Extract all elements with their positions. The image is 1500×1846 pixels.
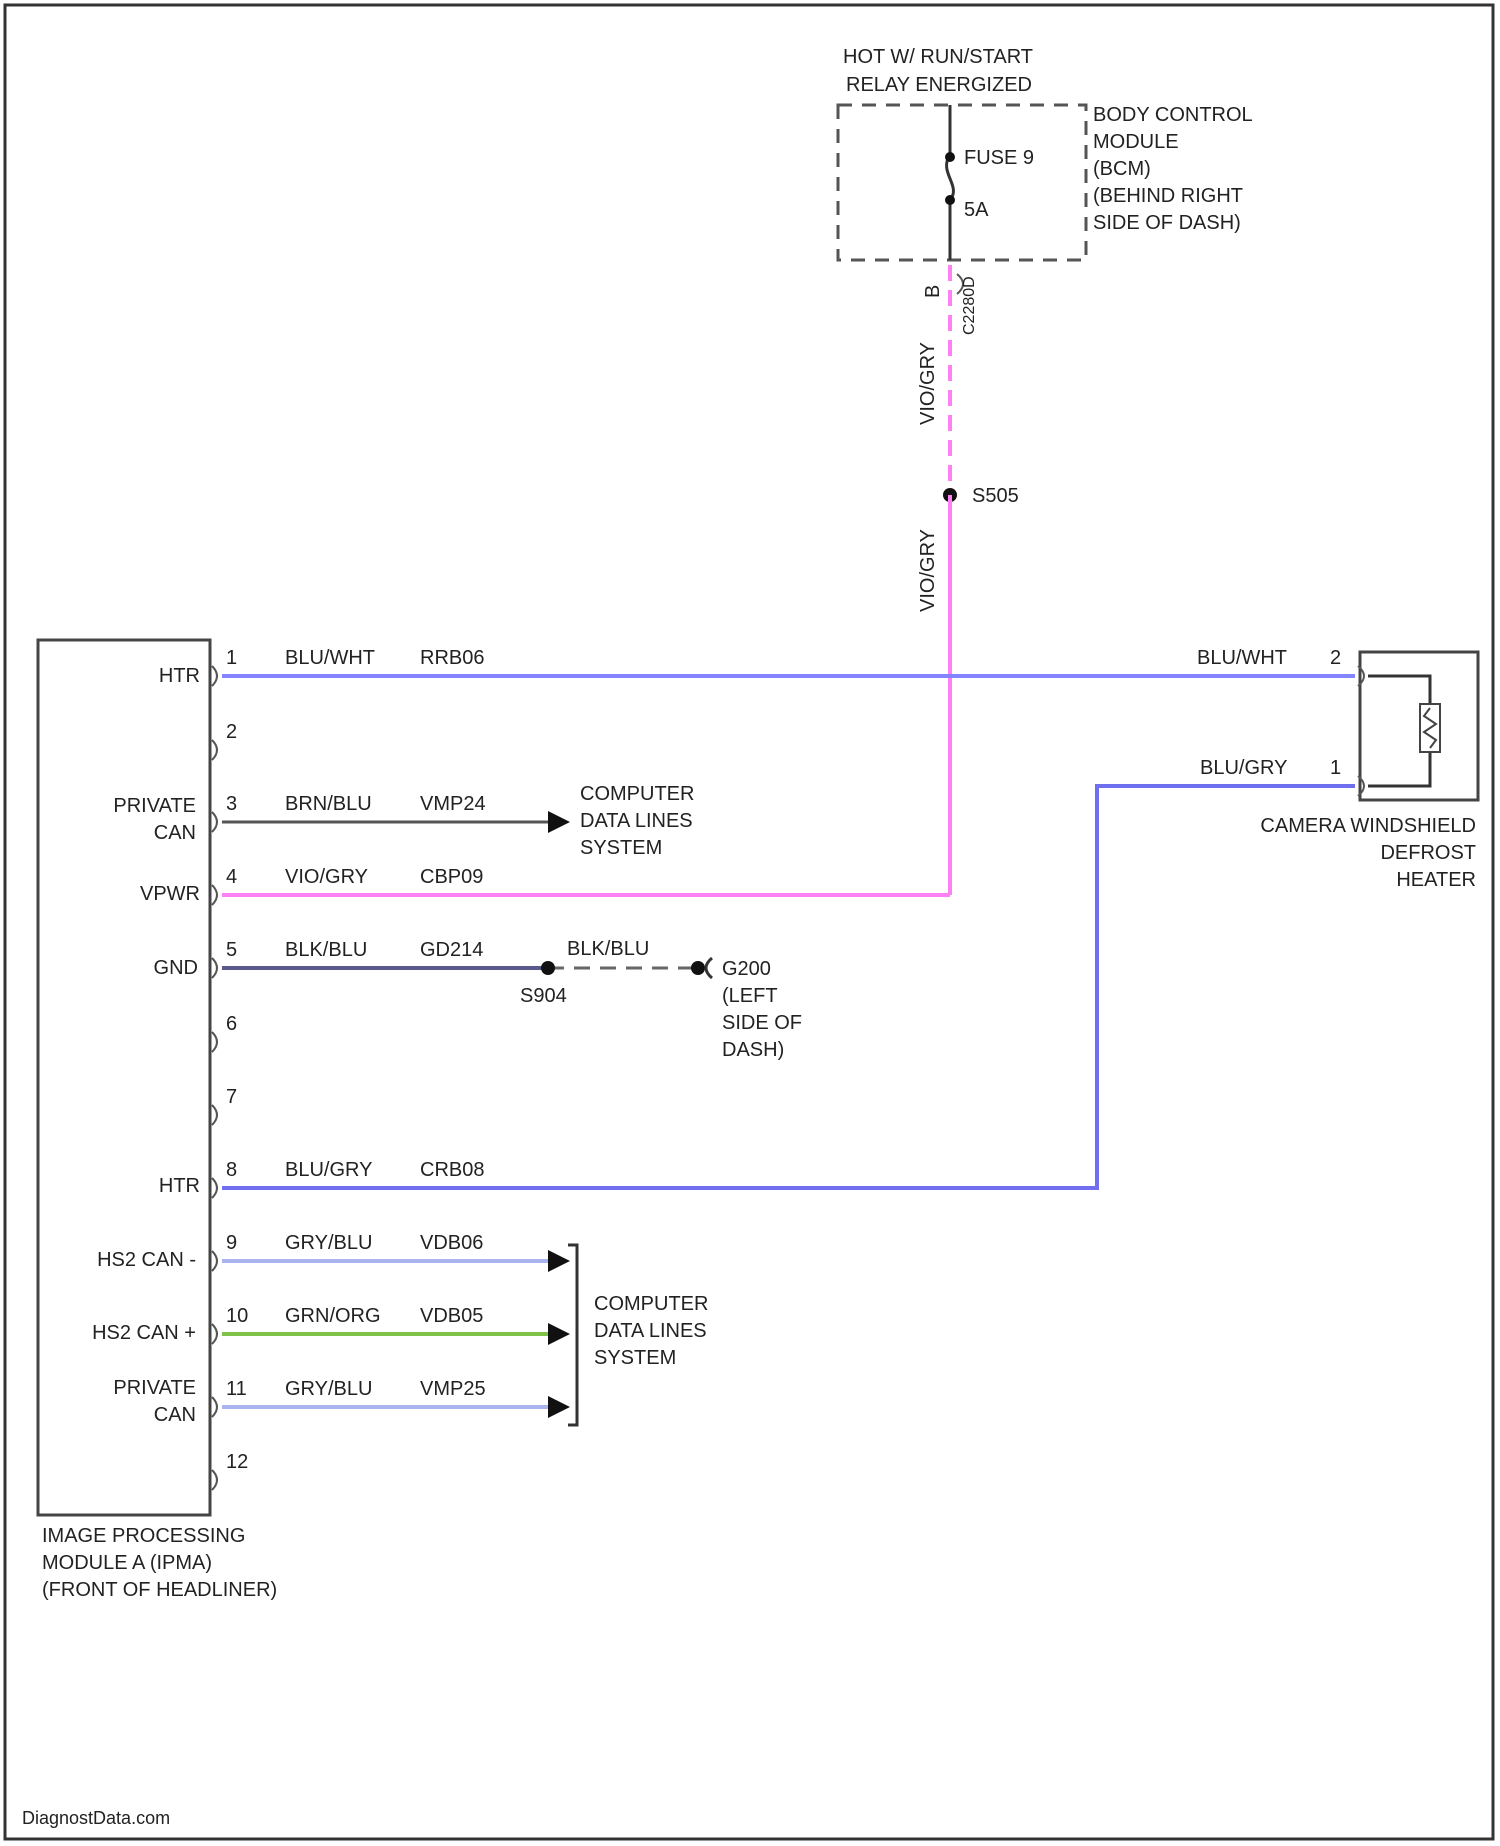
ipma-pin-name-5: GND — [154, 957, 198, 979]
data-lines-2-label-1: DATA LINES — [594, 1320, 707, 1342]
ipma-pin-name-9: HS2 CAN - — [97, 1249, 196, 1271]
ipma-label-2: (FRONT OF HEADLINER) — [42, 1579, 277, 1601]
hot-label-line2: RELAY ENERGIZED — [846, 74, 1032, 96]
bcm-label-0: BODY CONTROL — [1093, 104, 1253, 126]
page-frame — [5, 5, 1493, 1839]
wire-8-color: BLU/GRY — [285, 1159, 372, 1181]
bcm-box — [838, 105, 1086, 260]
arrow-pin9 — [548, 1250, 570, 1272]
ipma-pin-num-12: 12 — [226, 1451, 248, 1473]
wire-9-circuit: VDB06 — [420, 1232, 483, 1254]
data-lines-1-label-0: COMPUTER — [580, 783, 694, 805]
wire-10-circuit: VDB05 — [420, 1305, 483, 1327]
fuse-label: FUSE 9 — [964, 147, 1034, 169]
data-lines-1-label-1: DATA LINES — [580, 810, 693, 832]
hot-label-line1: HOT W/ RUN/START — [843, 46, 1033, 68]
bcm-label-4: SIDE OF DASH) — [1093, 212, 1241, 234]
heater-labels: CAMERA WINDSHIELD DEFROST HEATER — [1260, 815, 1476, 891]
fuse-terminal-top — [945, 152, 955, 162]
wire-1-color: BLU/WHT — [285, 647, 375, 669]
ipma-pin-name-1: HTR — [159, 665, 200, 687]
ipma-pin-name-3a: PRIVATE — [113, 795, 196, 817]
fuse-rating: 5A — [964, 199, 989, 221]
arrow-pin10 — [548, 1323, 570, 1345]
ipma-pin-names: HTR PRIVATE CAN VPWR GND HTR HS2 CAN - H… — [92, 665, 200, 1426]
ground-point-label: G200 — [722, 958, 771, 980]
ipma-pin-num-10: 10 — [226, 1305, 248, 1327]
fuse-terminal-bottom — [945, 195, 955, 205]
ipma-pin-num-1: 1 — [226, 647, 237, 669]
watermark: DiagnostData.com — [22, 1808, 170, 1828]
data-lines-2-label-0: COMPUTER — [594, 1293, 708, 1315]
bcm-connector-label: C2280D — [961, 276, 978, 335]
ipma-pin-stubs — [212, 666, 217, 1490]
ipma-pin-num-5: 5 — [226, 939, 237, 961]
ipma-pin-num-11: 11 — [226, 1378, 247, 1400]
heater-pin1-num: 1 — [1330, 757, 1341, 779]
ground-location-0: (LEFT — [722, 985, 778, 1007]
ipma-pin-name-11b: CAN — [154, 1404, 196, 1426]
ipma-pin-num-7: 7 — [226, 1086, 237, 1108]
ipma-pin-num-6: 6 — [226, 1013, 237, 1035]
ground-g200 — [691, 961, 705, 975]
ground-location-1: SIDE OF — [722, 1012, 802, 1034]
ipma-label-1: MODULE A (IPMA) — [42, 1552, 212, 1574]
heater-pin2-color: BLU/WHT — [1197, 647, 1287, 669]
ipma-pin-num-4: 4 — [226, 866, 237, 888]
data-lines-1-label-2: SYSTEM — [580, 837, 662, 859]
bcm-label-2: (BCM) — [1093, 158, 1151, 180]
vpwr-color-upper: VIO/GRY — [917, 342, 939, 425]
heater-pin1-color: BLU/GRY — [1200, 757, 1287, 779]
wire-11-circuit: VMP25 — [420, 1378, 486, 1400]
ipma-pin-name-10: HS2 CAN + — [92, 1322, 196, 1344]
vpwr-color-lower: VIO/GRY — [917, 529, 939, 612]
splice-s505-label: S505 — [972, 485, 1019, 507]
splice-s904 — [541, 961, 555, 975]
bcm-pin-label: B — [922, 285, 944, 298]
ipma-pin-num-9: 9 — [226, 1232, 237, 1254]
ipma-pin-name-11a: PRIVATE — [113, 1377, 196, 1399]
ipma-pin-name-4: VPWR — [140, 883, 200, 905]
wire-5-circuit: GD214 — [420, 939, 483, 961]
heater-label-0: CAMERA WINDSHIELD — [1260, 815, 1476, 837]
wire-3-circuit: VMP24 — [420, 793, 486, 815]
wire-11-color: GRY/BLU — [285, 1378, 372, 1400]
wire-3-color: BRN/BLU — [285, 793, 372, 815]
wire-pin8-htr — [222, 786, 1355, 1188]
ipma-pin-num-3: 3 — [226, 793, 237, 815]
bcm-label-3: (BEHIND RIGHT — [1093, 185, 1243, 207]
heater-pin2-num: 2 — [1330, 647, 1341, 669]
wire-8-circuit: CRB08 — [420, 1159, 484, 1181]
splice-s904-label: S904 — [520, 985, 567, 1007]
wire-4-circuit: CBP09 — [420, 866, 483, 888]
data-lines-2-bracket — [568, 1245, 577, 1425]
wire-10-color: GRN/ORG — [285, 1305, 381, 1327]
arrow-pin3 — [548, 811, 570, 833]
ground-location-2: DASH) — [722, 1039, 784, 1061]
heater-label-2: HEATER — [1396, 869, 1476, 891]
ipma-pin-name-8: HTR — [159, 1175, 200, 1197]
ipma-label-0: IMAGE PROCESSING — [42, 1525, 245, 1547]
heater-label-1: DEFROST — [1380, 842, 1476, 864]
ipma-pin-num-2: 2 — [226, 721, 237, 743]
ground-wire-color: BLK/BLU — [567, 938, 649, 960]
data-lines-2-label-2: SYSTEM — [594, 1347, 676, 1369]
arrow-pin11 — [548, 1396, 570, 1418]
ground-g200-symbol — [706, 958, 712, 978]
ipma-pin-num-8: 8 — [226, 1159, 237, 1181]
bcm-label-1: MODULE — [1093, 131, 1179, 153]
ipma-pin-name-3b: CAN — [154, 822, 196, 844]
wire-5-color: BLK/BLU — [285, 939, 367, 961]
wire-1-circuit: RRB06 — [420, 647, 484, 669]
wire-9-color: GRY/BLU — [285, 1232, 372, 1254]
wire-4-color: VIO/GRY — [285, 866, 368, 888]
